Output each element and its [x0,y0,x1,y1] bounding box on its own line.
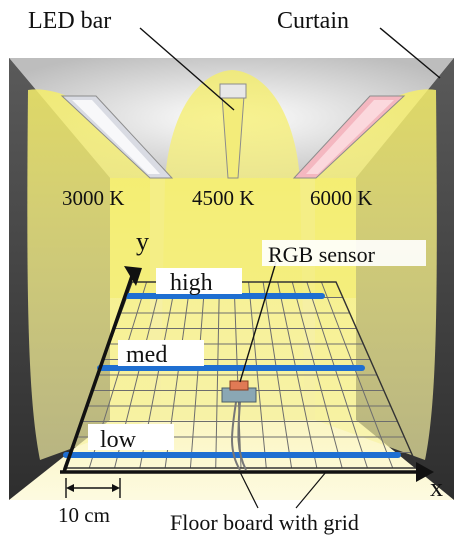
level-med-label: med [126,342,167,368]
leader-floor-board-2 [295,471,327,509]
cct-right-label: 6000 K [310,186,372,210]
led-bar-center-cap [219,83,247,99]
leader-led-bar [139,27,235,111]
level-low-label: low [100,427,137,453]
leader-floor-board-1 [239,471,259,509]
scale-bar-arrow-right [112,484,120,492]
x-axis-label: x [430,473,443,502]
y-axis-arrowhead [124,266,142,286]
rgb-sensor-chip [229,380,249,391]
scale-bar-arrow-left [66,484,74,492]
label-bg-low [88,424,174,450]
scale-label: 10 cm [58,503,110,527]
leader-rgb-sensor [239,261,277,383]
led-bar-label: LED bar [28,8,111,34]
beam-center [160,70,305,420]
leader-curtain [379,27,441,79]
floor-board-label: Floor board with grid [170,510,359,535]
label-bg-high [156,268,242,294]
label-bg-med [118,340,204,366]
level-high-label: high [170,270,213,296]
led-bar-left-inner [72,100,160,174]
y-axis-label: y [136,227,149,256]
rgb-sensor-label: RGB sensor [268,242,376,267]
curtain-label: Curtain [277,8,349,34]
cct-left-label: 3000 K [62,186,124,210]
label-bg-rgb [262,240,426,266]
x-axis-arrowhead [416,462,434,482]
led-bar-right-inner [306,100,394,174]
sensor-cable [231,401,247,471]
y-axis [62,275,134,473]
cct-center-label: 4500 K [192,186,254,210]
